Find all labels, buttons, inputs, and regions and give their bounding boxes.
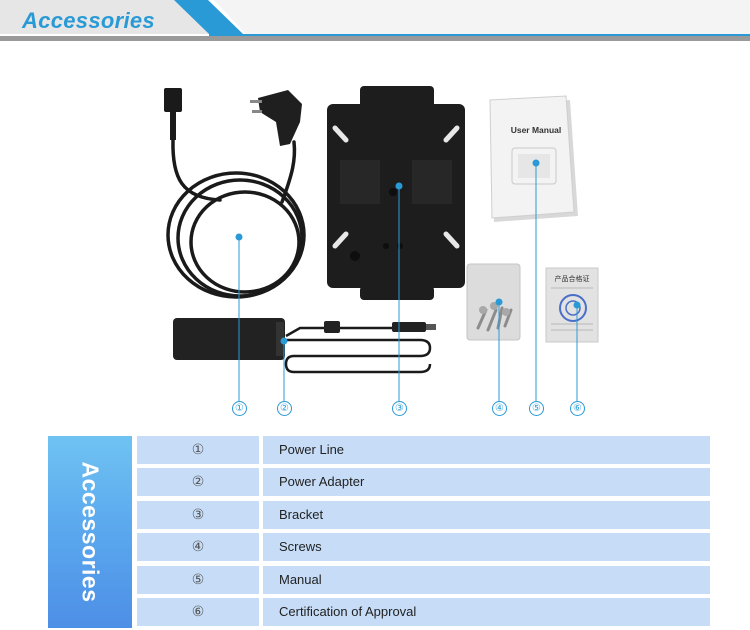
- callout-1: ①: [232, 401, 247, 416]
- accessories-side-panel: Accessories: [48, 436, 132, 628]
- manual-illustration: User Manual: [489, 95, 578, 222]
- power-line-illustration: [164, 88, 306, 299]
- row-name: Power Line: [263, 436, 710, 464]
- power-adapter-illustration: [173, 318, 436, 374]
- side-panel-label: Accessories: [77, 461, 104, 603]
- page-title: Accessories: [22, 8, 155, 33]
- row-number: ⑥: [137, 598, 259, 626]
- callout-3: ③: [392, 401, 407, 416]
- banner-graphic: [0, 0, 750, 41]
- row-number: ②: [137, 468, 259, 496]
- table-row: ⑥ Certification of Approval: [137, 598, 710, 626]
- header-banner: Accessories: [0, 0, 750, 44]
- product-photo: User Manual 产品合格证: [0, 60, 750, 430]
- row-name: Bracket: [263, 501, 710, 529]
- row-number: ③: [137, 501, 259, 529]
- callout-5: ⑤: [529, 401, 544, 416]
- row-name: Screws: [263, 533, 710, 561]
- certificate-illustration: 产品合格证: [545, 267, 599, 343]
- accessories-illustration: User Manual 产品合格证: [164, 86, 599, 401]
- leader-lines: [238, 163, 578, 401]
- callout-4: ④: [492, 401, 507, 416]
- table-row: ③ Bracket: [137, 501, 710, 529]
- certificate-title: 产品合格证: [555, 274, 590, 283]
- manual-cover-title: User Manual: [511, 125, 562, 135]
- table-row: ④ Screws: [137, 533, 710, 561]
- table-row: ② Power Adapter: [137, 468, 710, 496]
- row-number: ④: [137, 533, 259, 561]
- table-row: ① Power Line: [137, 436, 710, 464]
- row-name: Power Adapter: [263, 468, 710, 496]
- screws-illustration: [466, 263, 521, 341]
- row-name: Manual: [263, 566, 710, 594]
- bracket-illustration: [327, 86, 465, 300]
- leader-dots: [235, 159, 581, 345]
- callout-6: ⑥: [570, 401, 585, 416]
- table-row: ⑤ Manual: [137, 566, 710, 594]
- row-number: ①: [137, 436, 259, 464]
- row-number: ⑤: [137, 566, 259, 594]
- callout-2: ②: [277, 401, 292, 416]
- row-name: Certification of Approval: [263, 598, 710, 626]
